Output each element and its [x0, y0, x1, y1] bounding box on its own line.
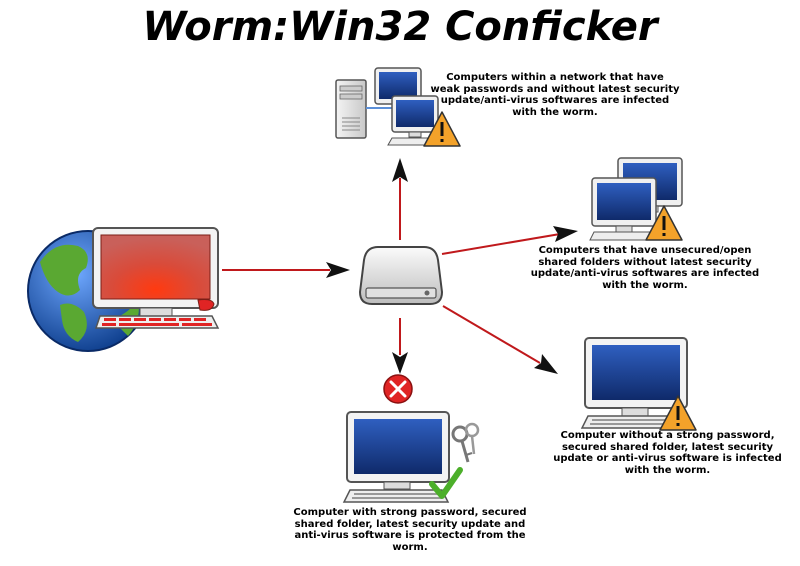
shared-folder-computers-description: Computers that have unsecured/open share…	[530, 245, 760, 291]
shared-computers-icon	[589, 157, 683, 241]
monitor-front-icon	[589, 177, 657, 241]
arrow-usb-to-network	[392, 158, 408, 240]
arrow-usb-to-unprotected	[442, 305, 558, 374]
usb-drive-icon	[358, 246, 444, 305]
keys-icon	[451, 422, 480, 463]
server-tower-icon	[335, 79, 367, 139]
warning-icon	[645, 205, 683, 241]
blocked-icon	[383, 374, 413, 404]
warning-icon	[659, 395, 697, 431]
arrow-globe-to-usb	[222, 262, 350, 278]
diagram-title: Worm:Win32 Conficker	[142, 4, 658, 50]
protected-computer-description: Computer with strong password, secured s…	[293, 507, 527, 553]
protected-computer-icon	[342, 411, 480, 503]
monitor-front-icon	[387, 95, 439, 146]
warning-icon	[423, 111, 461, 147]
desktop-computer-icon	[580, 337, 697, 431]
arrow-usb-to-shared	[441, 226, 578, 255]
network-computers-icon	[335, 67, 461, 147]
checkmark-icon	[429, 467, 463, 499]
infected-monitor-icon	[92, 227, 220, 329]
unprotected-computer-description: Computer without a strong password, secu…	[553, 430, 782, 476]
network-computers-description: Computers within a network that have wea…	[430, 72, 680, 118]
arrow-usb-to-protected	[392, 318, 408, 374]
globe-computer-icon	[27, 227, 220, 352]
